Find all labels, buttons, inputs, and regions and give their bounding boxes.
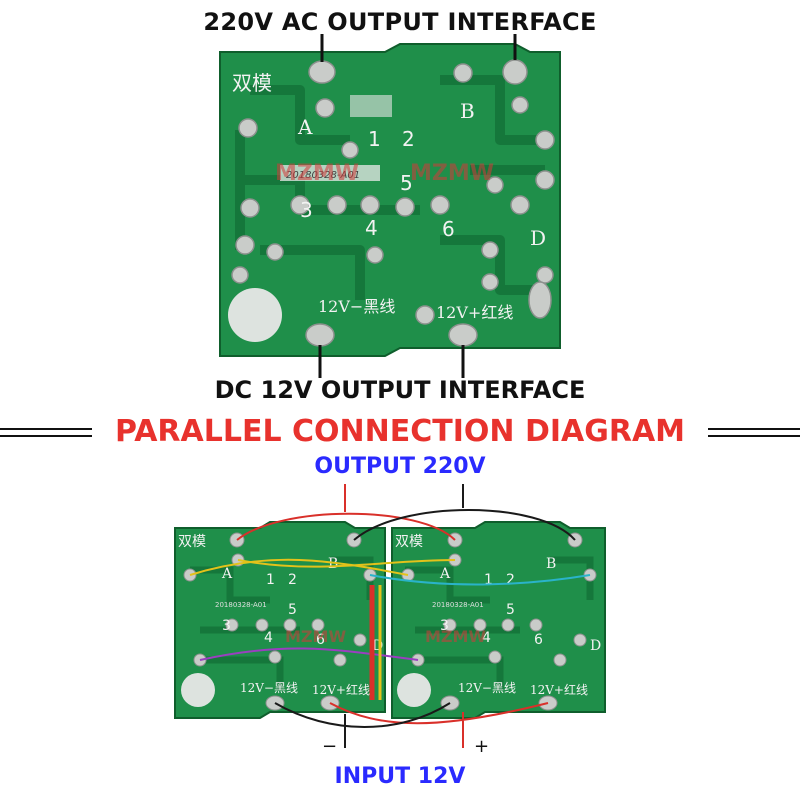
br-mode-mark: 双模 [395, 534, 423, 550]
bl-num-4: 4 [264, 630, 273, 646]
banner-rule-right-1 [708, 428, 800, 430]
pad-label-d: D [530, 226, 546, 250]
plus-sign: + [474, 736, 490, 757]
br-num-2: 2 [506, 572, 515, 588]
br-neg-silk: 12V−黑线 [458, 681, 516, 695]
br-num-6: 6 [534, 632, 543, 648]
date-code: 20180328-A01 [286, 170, 360, 181]
dc-negative-pad [305, 323, 335, 347]
pos-wire-silk: 12V+红线 [436, 303, 513, 322]
board-top: 双模 A B D 1 2 3 4 5 6 20180328-A01 12V−黑线… [219, 43, 561, 357]
pad-number-3: 3 [300, 198, 313, 222]
bl-num-3: 3 [222, 618, 231, 634]
bl-pad-a: A [221, 566, 233, 582]
watermark-right: MZMW [410, 161, 494, 186]
br-date-code: 20180328-A01 [432, 601, 484, 609]
bl-num-2: 2 [288, 572, 297, 588]
bl-neg-silk: 12V−黑线 [240, 681, 298, 695]
bl-num-5: 5 [288, 602, 297, 618]
dc-positive-pad [448, 323, 478, 347]
ac-output-pad-right [502, 59, 528, 85]
bl-date-code: 20180328-A01 [215, 601, 267, 609]
pad-label-b: B [460, 99, 475, 123]
pad-label-a: A [297, 115, 313, 139]
date-code-box [280, 165, 380, 181]
bl-num-1: 1 [266, 572, 275, 588]
neg-wire-silk: 12V−黑线 [318, 297, 395, 316]
banner-rule-left-2 [0, 435, 92, 437]
banner-rule-right-2 [708, 435, 800, 437]
br-pad-a: A [439, 566, 451, 582]
banner-rule-left-1 [0, 428, 92, 430]
pad-number-5: 5 [400, 171, 413, 195]
bl-pos-silk: 12V+红线 [312, 682, 370, 697]
br-pad-b: B [546, 556, 556, 572]
bl-mode-mark: 双模 [178, 534, 206, 550]
output-220v-label: OUTPUT 220V [314, 454, 486, 479]
bl-watermark: MZMW [285, 627, 346, 646]
pad-number-4: 4 [365, 216, 378, 240]
ac-output-pad-left [308, 60, 336, 84]
br-watermark: MZMW [425, 627, 486, 646]
ac-output-interface-label: 220V AC OUTPUT INTERFACE [203, 8, 597, 36]
br-pad-d: D [590, 638, 601, 654]
parallel-wires [189, 484, 591, 748]
br-num-1: 1 [484, 572, 493, 588]
pad-number-2: 2 [402, 127, 415, 151]
dc-pointer-lines [318, 345, 465, 378]
watermark-left: MZMW [275, 161, 359, 186]
input-12v-label: INPUT 12V [334, 764, 466, 789]
mounting-hole [228, 288, 282, 342]
br-num-3: 3 [440, 618, 449, 634]
dc-output-interface-label: DC 12V OUTPUT INTERFACE [214, 376, 586, 404]
mode-mark: 双模 [232, 71, 272, 95]
br-num-4: 4 [482, 630, 491, 646]
minus-sign: − [322, 736, 338, 757]
bl-pad-b: B [328, 556, 338, 572]
board-bottom-right: 双模 A B D 1 2 3 4 5 6 20180328-A01 12V−黑线… [391, 521, 606, 719]
pad-number-6: 6 [442, 217, 455, 241]
board-bottom-left: 双模 A B D 1 2 3 4 5 6 20180328-A01 12V−黑线… [174, 521, 386, 719]
bl-pad-d: D [372, 638, 383, 654]
banner-title: PARALLEL CONNECTION DIAGRAM [114, 414, 686, 449]
br-pos-silk: 12V+红线 [530, 682, 588, 697]
ac-pointer-lines [320, 34, 517, 62]
bl-num-6: 6 [316, 632, 325, 648]
parallel-banner: PARALLEL CONNECTION DIAGRAM [0, 410, 800, 450]
br-num-5: 5 [506, 602, 515, 618]
pad-number-1: 1 [368, 127, 381, 151]
